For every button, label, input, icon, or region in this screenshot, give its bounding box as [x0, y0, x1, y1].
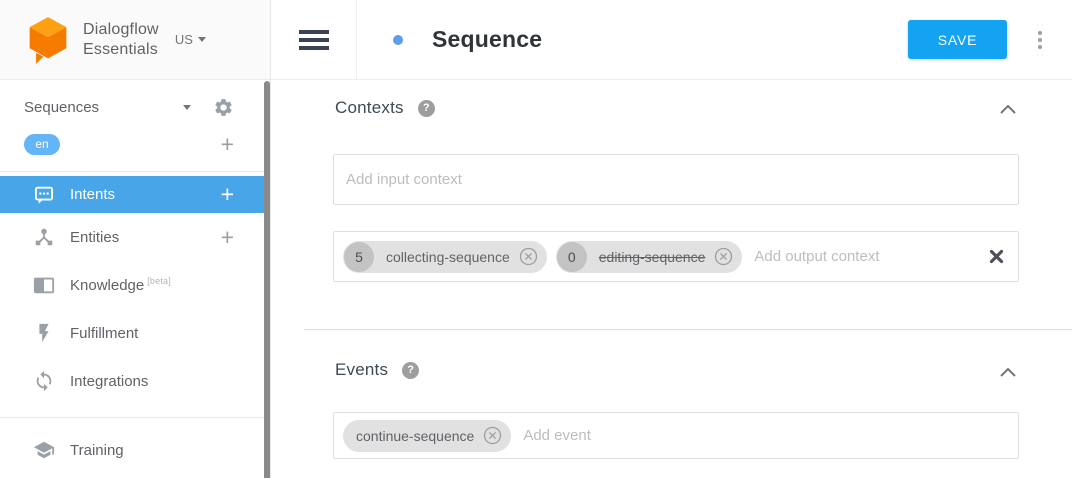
output-context-chip: 0 editing-sequence: [555, 240, 743, 273]
sidebar-item-intents[interactable]: Intents +: [0, 176, 270, 213]
add-intent-icon[interactable]: +: [220, 181, 234, 207]
region-selector[interactable]: US: [175, 32, 206, 47]
sidebar-item-label: Intents: [70, 186, 116, 203]
sidebar-scrollbar[interactable]: [264, 81, 270, 478]
remove-context-icon[interactable]: [714, 247, 733, 266]
save-button[interactable]: SAVE: [908, 20, 1007, 59]
book-icon: [33, 277, 55, 294]
region-label: US: [174, 32, 193, 47]
lightning-bolt-icon: [39, 323, 49, 343]
event-chip-label: continue-sequence: [356, 427, 475, 444]
sync-arrows-icon: [36, 370, 52, 392]
chat-bubble-icon: [35, 186, 53, 204]
events-section-header: Events ?: [335, 360, 420, 380]
remove-context-icon[interactable]: [519, 247, 538, 266]
add-language-icon[interactable]: +: [220, 130, 234, 157]
clear-contexts-icon[interactable]: [989, 249, 1004, 264]
page-title: Sequence: [432, 26, 543, 52]
language-badge[interactable]: en: [24, 133, 60, 155]
help-icon[interactable]: ?: [417, 99, 435, 117]
output-context-input[interactable]: [742, 232, 981, 281]
dialogflow-logo-icon: [29, 16, 67, 64]
sidebar-item-training[interactable]: Training: [0, 426, 270, 474]
agent-selector[interactable]: Sequences: [0, 90, 270, 124]
events-field: continue-sequence: [333, 412, 1019, 459]
output-context-chip: 5 collecting-sequence: [343, 240, 547, 273]
intent-editor: Contexts ? 5 collecting-sequence 0 editi…: [271, 80, 1072, 478]
more-options-icon[interactable]: [1007, 30, 1072, 49]
events-title: Events: [335, 360, 389, 379]
sidebar-item-label: Entities: [70, 228, 120, 246]
sidebar-item-label: Fulfillment: [70, 324, 139, 342]
sidebar-header: Dialogflow Essentials US: [0, 0, 270, 80]
beta-tag: [beta]: [147, 276, 171, 286]
sidebar-divider: [0, 171, 270, 172]
input-context-input[interactable]: [334, 155, 1018, 204]
chevron-down-icon: [197, 37, 206, 42]
remove-event-icon[interactable]: [483, 426, 502, 445]
sidebar-item-label: Knowledge[beta]: [70, 276, 171, 294]
entities-tree-icon: [35, 228, 53, 246]
sidebar-item-label: Integrations: [70, 372, 149, 390]
language-row: en +: [0, 124, 270, 164]
sidebar-item-knowledge[interactable]: Knowledge[beta]: [0, 261, 270, 309]
chevron-down-icon[interactable]: [183, 104, 191, 110]
help-icon[interactable]: ?: [402, 361, 420, 379]
sidebar-item-integrations[interactable]: Integrations: [0, 357, 270, 405]
agent-name: Sequences: [24, 98, 100, 116]
context-chip-label: editing-sequence: [598, 248, 706, 265]
graduation-cap-icon: [33, 441, 55, 459]
brand-name: Dialogflow Essentials: [83, 20, 159, 58]
context-lifespan-badge[interactable]: 0: [556, 241, 587, 272]
sidebar-item-entities[interactable]: Entities +: [0, 213, 270, 261]
input-context-field: [333, 154, 1019, 205]
collapse-events-icon[interactable]: [999, 367, 1017, 378]
sidebar: Dialogflow Essentials US Sequences en + …: [0, 0, 271, 478]
collapse-contexts-icon[interactable]: [999, 104, 1017, 115]
contexts-title: Contexts: [335, 98, 404, 117]
top-bar: Sequence SAVE: [271, 0, 1072, 80]
context-lifespan-badge[interactable]: 5: [344, 241, 374, 272]
context-chip-label: collecting-sequence: [386, 248, 510, 265]
intent-status-dot: [393, 34, 403, 45]
sidebar-divider: [0, 417, 270, 418]
hamburger-menu-button[interactable]: [271, 0, 357, 80]
sidebar-item-label: Training: [70, 441, 124, 459]
add-entity-icon[interactable]: +: [220, 223, 234, 250]
sidebar-item-fulfillment[interactable]: Fulfillment: [0, 309, 270, 357]
add-event-input[interactable]: [511, 413, 1018, 458]
output-context-field: 5 collecting-sequence 0 editing-sequence: [333, 231, 1019, 282]
section-divider: [304, 329, 1072, 330]
contexts-section-header: Contexts ?: [335, 98, 435, 118]
gear-icon[interactable]: [213, 97, 234, 118]
event-chip: continue-sequence: [343, 419, 512, 452]
